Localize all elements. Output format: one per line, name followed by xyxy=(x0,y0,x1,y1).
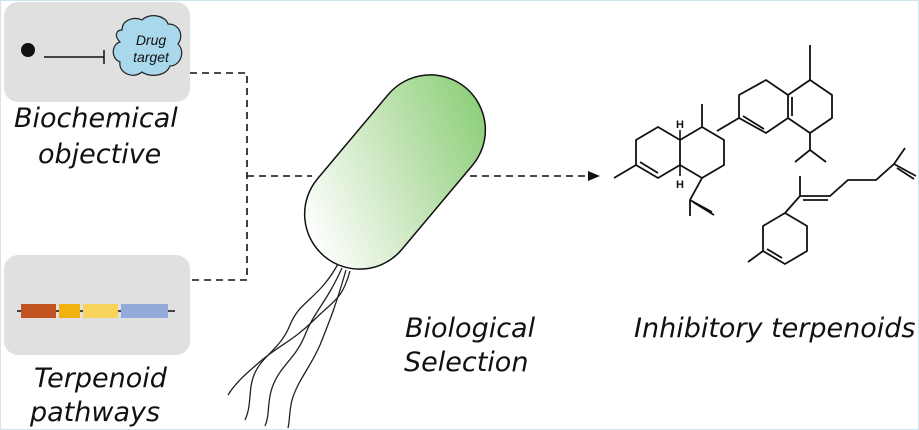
hydrogen-label-bottom: H xyxy=(676,179,684,191)
terpenoid-pathways-label-line2: pathways xyxy=(30,397,161,428)
hydrogen-label-top: H xyxy=(676,119,684,131)
biological-selection-label-line1: Biological xyxy=(405,313,536,344)
inhibitory-terpenoids-label: Inhibitory terpenoids xyxy=(634,313,916,344)
biochemical-objective-label-line1: Biochemical xyxy=(14,103,178,134)
terpenoid-structure-a xyxy=(716,45,833,163)
drug-target-blob xyxy=(112,15,183,76)
biological-selection-label-line2: Selection xyxy=(404,347,529,378)
gene-3 xyxy=(83,304,118,318)
input-connectors xyxy=(190,72,312,281)
biochemical-objective-label-line2: objective xyxy=(38,139,162,170)
gene-2 xyxy=(59,304,80,318)
inhibitor-dot xyxy=(21,43,35,57)
bacterium-cell xyxy=(303,74,487,270)
drug-target-line2: target xyxy=(133,49,170,65)
gene-4 xyxy=(121,304,168,318)
output-arrow xyxy=(470,171,600,181)
terpenoid-structure-b xyxy=(613,104,725,216)
flagella xyxy=(227,263,351,429)
terpenoid-structure-c xyxy=(747,147,917,266)
terpenoid-pathways-label-line1: Terpenoid xyxy=(34,363,167,394)
gene-1 xyxy=(21,304,56,318)
drug-target-line1: Drug xyxy=(136,32,167,48)
